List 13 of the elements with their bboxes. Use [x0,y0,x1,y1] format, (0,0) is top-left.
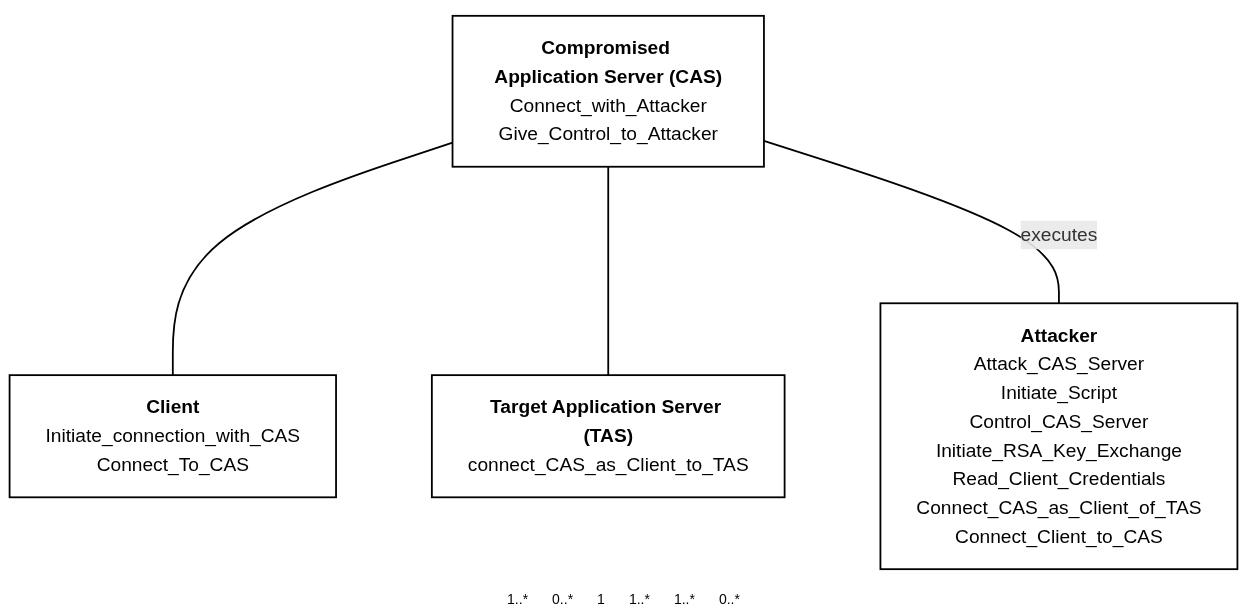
multiplicity-label: 0..* [552,591,574,607]
node-box [879,302,1239,571]
multiplicity-label: 1..* [673,591,695,607]
multiplicity-label: 1..* [628,591,650,607]
node-box [451,14,765,168]
node-box [8,374,337,499]
connector [607,165,610,377]
class-diagram: executes Compromised Application Server (CAS) Connect_with_Attacker Give_Control_to_Attacker Client Initiate_connection_with_CAS Connect_To_CAS Attacker Attack_CAS_Server Initiate_Script Control_CAS_Server Initiate_RSA_Key_Exchange Read_Client_Credentials Connect_CAS_as_Client_of_TAS Connect_Client_to_CAS Target Application Server (TAS) connect_CAS_as_Client_to_TAS [0,0,1247,585]
connector [763,140,1060,305]
multiplicity-label: 1..* [507,591,529,607]
multiplicity-label: 1 [597,591,605,607]
node-box [430,374,786,499]
multiplicity-label: 0..* [718,591,740,607]
